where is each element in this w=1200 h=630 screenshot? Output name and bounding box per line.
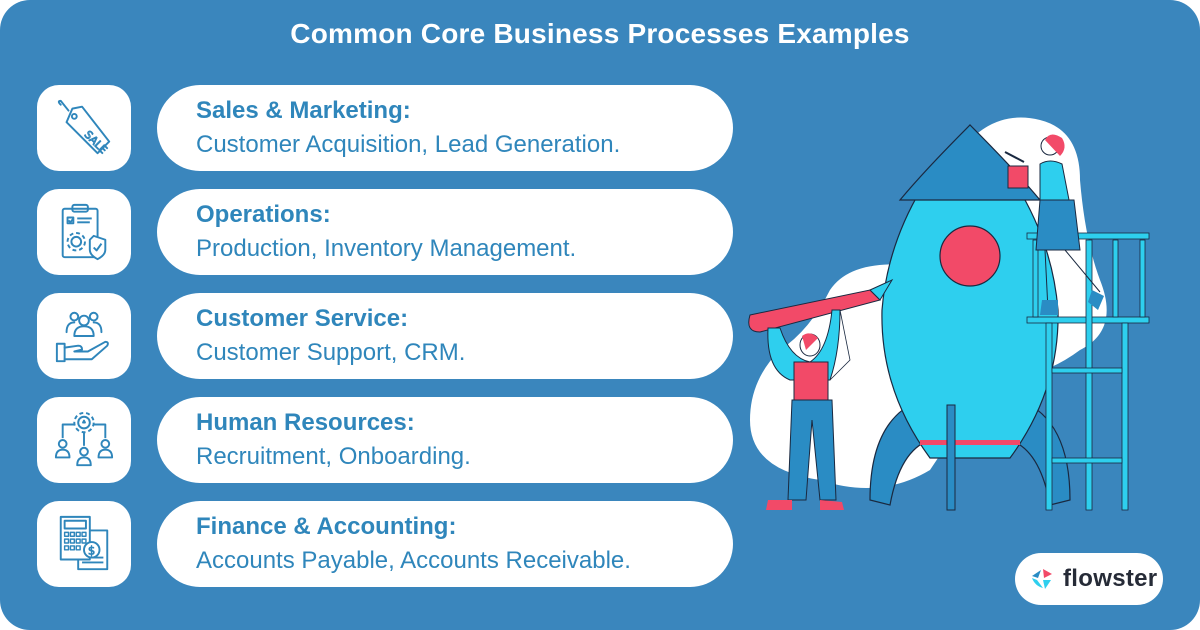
process-card: Sales & Marketing: Customer Acquisition,… xyxy=(157,85,733,171)
process-card: Finance & Accounting: Accounts Payable, … xyxy=(157,501,733,587)
process-row-sales-marketing: SALE Sales & Marketing: Customer Acquisi… xyxy=(37,85,737,171)
man-with-pencil-figure xyxy=(748,278,894,510)
process-title: Sales & Marketing: xyxy=(196,97,411,124)
people-hand-icon xyxy=(37,293,131,379)
process-card: Operations: Production, Inventory Manage… xyxy=(157,189,733,275)
process-examples: Accounts Payable, Accounts Receivable. xyxy=(196,547,631,574)
process-examples: Recruitment, Onboarding. xyxy=(196,443,471,470)
process-title: Finance & Accounting: xyxy=(196,513,457,540)
process-title: Customer Service: xyxy=(196,305,409,332)
scaffold xyxy=(1026,232,1150,511)
process-row-human-resources: Human Resources: Recruitment, Onboarding… xyxy=(37,397,737,483)
process-card: Customer Service: Customer Support, CRM. xyxy=(157,293,733,379)
calculator-dollar-icon: $ xyxy=(37,501,131,587)
svg-text:$: $ xyxy=(88,544,95,558)
process-row-customer-service: Customer Service: Customer Support, CRM. xyxy=(37,293,737,379)
page-title: Common Core Business Processes Examples xyxy=(290,18,910,49)
process-examples: Production, Inventory Management. xyxy=(196,235,577,262)
process-examples: Customer Support, CRM. xyxy=(196,339,466,366)
flowster-logo-icon xyxy=(1032,569,1052,589)
process-card: Human Resources: Recruitment, Onboarding… xyxy=(157,397,733,483)
process-row-finance-accounting: $ Finance & Accounting: Accounts Payable… xyxy=(37,501,737,587)
rocket-nose xyxy=(898,124,1042,201)
process-row-operations: Operations: Production, Inventory Manage… xyxy=(37,189,737,275)
process-title: Operations: xyxy=(196,201,331,228)
rocket-team-illustration xyxy=(748,117,1150,511)
process-title: Human Resources: xyxy=(196,409,415,436)
rocket-window xyxy=(939,225,1001,287)
clipboard-gear-shield-icon xyxy=(37,189,131,275)
brand-name: flowster xyxy=(1063,565,1158,592)
gear-team-network-icon xyxy=(37,397,131,483)
woman-figure xyxy=(1004,134,1104,315)
sale-tag-icon: SALE xyxy=(37,85,131,171)
flowster-logo: flowster xyxy=(1015,553,1163,605)
process-examples: Customer Acquisition, Lead Generation. xyxy=(196,131,621,158)
